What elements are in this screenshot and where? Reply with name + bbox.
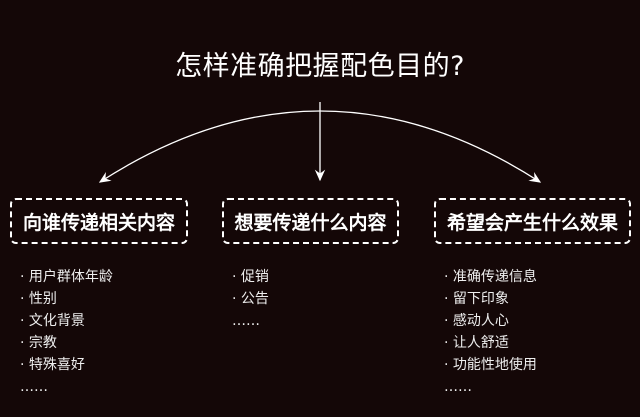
list-item: · 特殊喜好 [20,357,85,373]
list-audience: · 用户群体年龄 · 性别 · 文化背景 · 宗教 · 特殊喜好 …… [20,266,113,398]
list-item: …… [444,379,472,395]
list-item: · 功能性地使用 [444,357,537,373]
list-item: · 文化背景 [20,313,85,329]
box-effect: 希望会产生什么效果 [434,198,631,244]
list-content: · 促销 · 公告 …… [232,266,269,332]
list-effect: · 准确传递信息 · 留下印象 · 感动人心 · 让人舒适 · 功能性地使用 …… [444,266,537,398]
box-audience: 向谁传递相关内容 [10,198,188,244]
list-item: …… [20,379,48,395]
list-item: · 准确传递信息 [444,269,537,285]
list-item: · 留下印象 [444,291,509,307]
list-item: · 宗教 [20,335,57,351]
diagram-title: 怎样准确把握配色目的? [175,51,465,82]
list-item: · 感动人心 [444,313,509,329]
list-item: · 公告 [232,291,269,307]
list-item: · 性别 [20,291,57,307]
list-item: · 促销 [232,269,269,285]
list-item: · 让人舒适 [444,335,509,351]
list-item: · 用户群体年龄 [20,269,113,285]
box-content: 想要传递什么内容 [222,198,399,244]
list-item: …… [232,313,260,329]
